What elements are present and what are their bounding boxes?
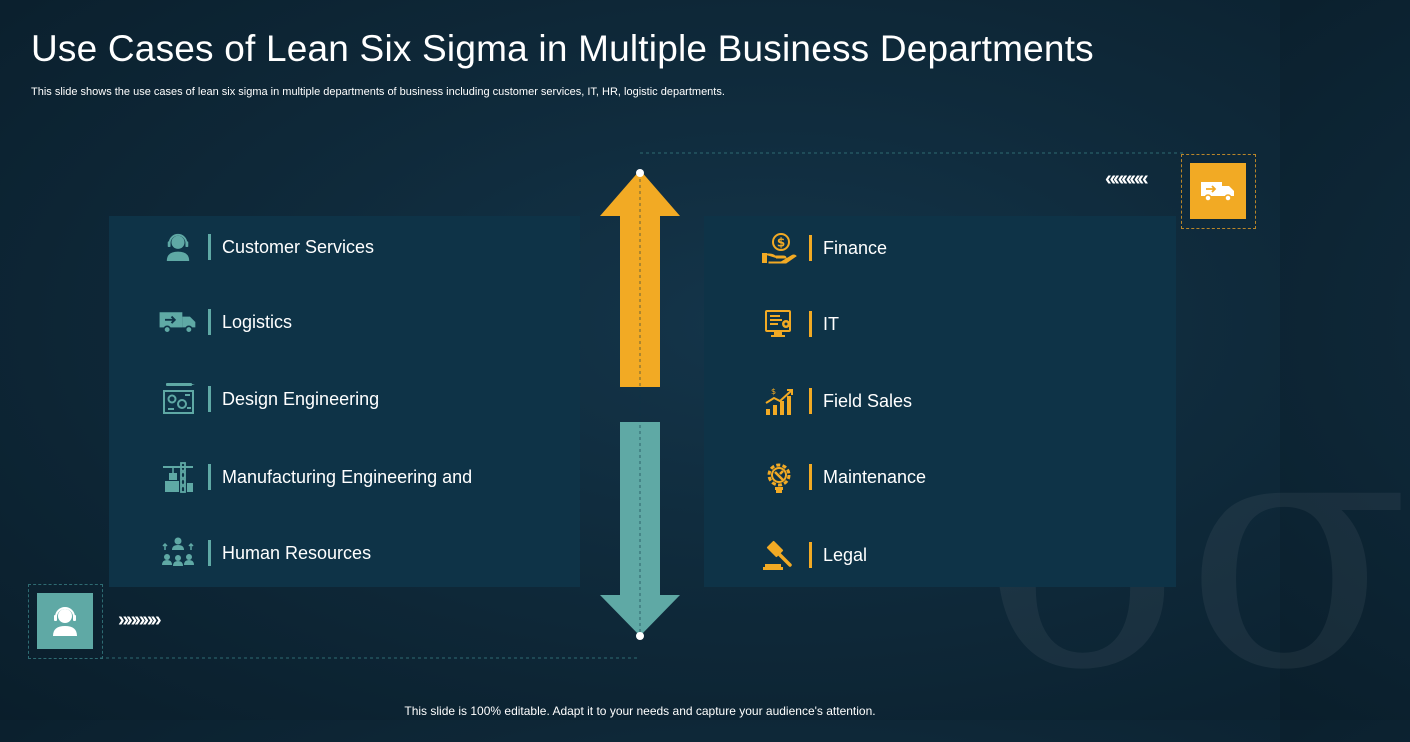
item-label: Design Engineering	[222, 388, 380, 409]
page-title: Use Cases of Lean Six Sigma in Multiple …	[31, 28, 1094, 69]
bottom-tile	[37, 593, 93, 649]
top-tile-frame	[1181, 154, 1256, 229]
item-label: Legal	[823, 544, 868, 565]
item-divider	[809, 388, 812, 414]
list-item-legal: Legal	[759, 537, 867, 573]
item-label: Maintenance	[823, 466, 927, 487]
item-divider	[809, 235, 812, 261]
list-item-human-resources: Human Resources	[158, 535, 371, 571]
headset-agent-icon	[158, 229, 198, 265]
left-departments-panel	[109, 216, 580, 587]
item-label: Finance	[823, 237, 888, 258]
delivery-truck-icon	[158, 304, 198, 340]
list-item-customer-services: Customer Services	[158, 229, 374, 265]
item-label: Field Sales	[823, 390, 913, 411]
item-label: IT	[823, 313, 839, 334]
item-divider	[208, 464, 211, 490]
money-hand-icon: $	[759, 230, 799, 266]
team-network-icon	[158, 535, 198, 571]
growth-chart-icon: $	[759, 383, 799, 419]
item-divider	[809, 464, 812, 490]
design-blueprint-icon	[158, 381, 198, 417]
gear-wrench-icon	[759, 459, 799, 495]
footer-note: This slide is 100% editable. Adapt it to…	[404, 704, 876, 718]
up-arrow-dot	[636, 169, 644, 177]
svg-text:$: $	[777, 236, 785, 250]
item-divider	[809, 542, 812, 568]
item-divider	[208, 386, 211, 412]
list-item-it: IT	[759, 306, 839, 342]
item-divider	[208, 540, 211, 566]
list-item-finance: $ Finance	[759, 230, 887, 266]
headset-agent-icon	[53, 607, 77, 636]
item-divider	[208, 309, 211, 335]
item-label: Customer Services	[222, 236, 375, 257]
item-label: Human Resources	[222, 542, 372, 563]
item-label: Logistics	[222, 311, 293, 332]
list-item-design-engineering: Design Engineering	[158, 381, 379, 417]
bottom-dashed-connector	[100, 657, 640, 659]
gavel-icon	[759, 537, 799, 573]
center-arrows	[600, 169, 680, 640]
top-chevrons: «««««	[1105, 168, 1149, 190]
down-arrow-dot	[636, 632, 644, 640]
list-item-logistics: Logistics	[158, 304, 292, 340]
svg-text:$: $	[771, 387, 776, 396]
page-subtitle: This slide shows the use cases of lean s…	[31, 86, 725, 98]
crane-factory-icon	[158, 459, 198, 495]
top-dashed-connector	[640, 152, 1183, 154]
item-divider	[208, 234, 211, 260]
list-item-maintenance: Maintenance	[759, 459, 926, 495]
item-divider	[809, 311, 812, 337]
item-label: Manufacturing Engineering and	[222, 466, 473, 487]
list-item-field-sales: $ Field Sales	[759, 383, 912, 419]
computer-monitor-icon	[759, 306, 799, 342]
top-tile	[1190, 163, 1246, 219]
delivery-truck-icon	[1201, 182, 1234, 202]
up-arrow	[600, 170, 680, 387]
bottom-tile-frame	[28, 584, 103, 659]
list-item-manufacturing-engineering: Manufacturing Engineering and	[158, 459, 472, 495]
bottom-chevrons: »»»»»	[118, 609, 162, 631]
